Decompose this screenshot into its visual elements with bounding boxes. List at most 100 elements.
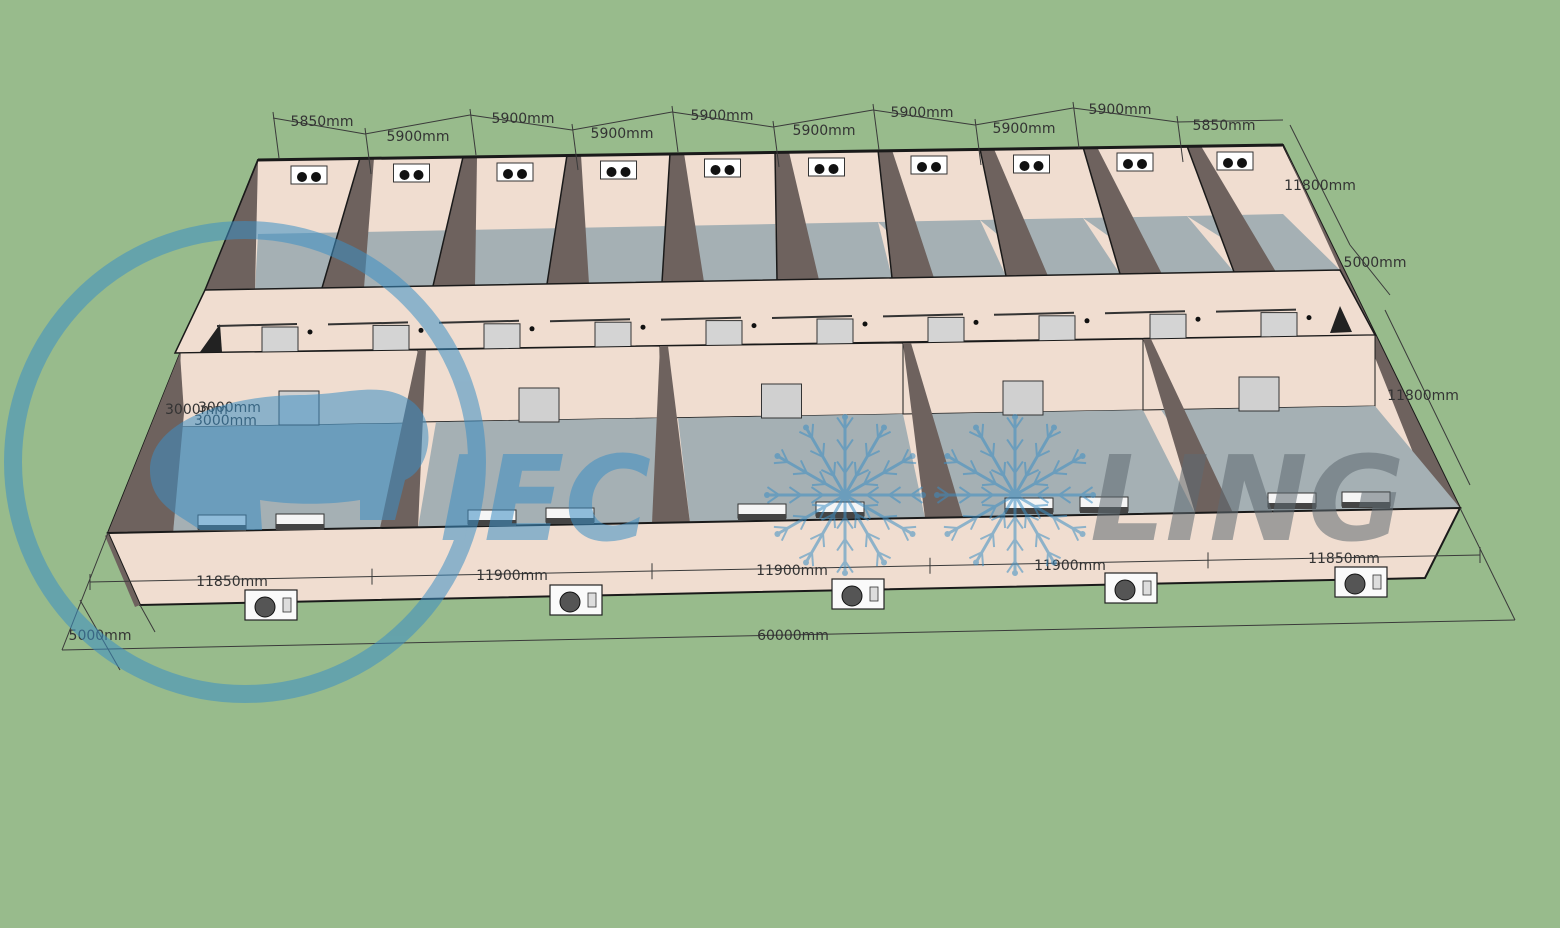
dimension-line: [1072, 107, 1178, 123]
flake-branch: [962, 472, 977, 476]
flake-arm: [946, 454, 1016, 497]
snowflake-icon: [764, 414, 926, 576]
flake-arm: [804, 426, 847, 496]
top-room-partition: [1083, 147, 1162, 274]
top-dim-3: 5900mm: [492, 111, 555, 127]
flake-branch: [1072, 525, 1087, 529]
dimension-line: [1384, 309, 1471, 486]
corridor-door: [327, 321, 424, 352]
flake-tip: [1090, 492, 1096, 498]
flake-branch: [792, 514, 807, 518]
evaporator-unit: [1079, 496, 1129, 513]
flake-branch: [1006, 438, 1016, 452]
flake-branch: [1036, 486, 1050, 496]
flake-branch: [950, 527, 959, 542]
large-room-partition: [1143, 339, 1233, 513]
flake-branch: [1058, 494, 1072, 504]
corridor-door: [993, 311, 1090, 343]
unit-body: [704, 158, 741, 178]
evaporator-unit: [496, 162, 534, 182]
top-room-floor: [463, 228, 567, 286]
bottom-dim-2: 11900mm: [476, 568, 548, 584]
top-dim-9: 5900mm: [1089, 102, 1152, 118]
room-door: [1238, 376, 1280, 412]
flake-branch: [1034, 442, 1038, 457]
flake-branch: [901, 448, 910, 463]
door-header: [438, 319, 520, 324]
flake-tip: [909, 453, 916, 459]
flake-tip: [881, 424, 887, 431]
unit-body: [808, 157, 845, 177]
total-length-dim: 60000mm: [757, 628, 829, 644]
door-header: [549, 318, 631, 323]
fan-icon: [1223, 158, 1233, 168]
flake-branch: [979, 532, 994, 541]
flake-branch: [811, 503, 827, 507]
partition-edge: [774, 151, 778, 281]
partition-edge: [877, 149, 893, 279]
partition-edge: [979, 148, 1007, 277]
dimension-line: [364, 114, 471, 135]
flake-branch: [958, 486, 972, 496]
unit-body: [496, 162, 534, 182]
flake-branch: [1023, 461, 1027, 477]
room-door: [761, 383, 802, 419]
flake-branch: [980, 494, 994, 504]
flake-branch: [875, 423, 879, 438]
top-room: [432, 155, 567, 287]
fan-grille-icon: [841, 585, 863, 607]
light-icon: [862, 321, 868, 327]
flake-branch: [1033, 470, 1042, 485]
flake-branch: [1047, 551, 1062, 560]
flake-branch: [820, 468, 835, 477]
corridor-door: [882, 313, 979, 344]
flake-branch: [992, 533, 996, 548]
evaporator-unit: [393, 163, 430, 183]
flake-branch: [773, 461, 788, 465]
flake-branch: [882, 459, 891, 474]
fan-icon: [413, 170, 424, 180]
top-room-back-wall: [463, 155, 567, 230]
bottom-dim-5: 11850mm: [1308, 551, 1380, 567]
flake-branch: [1014, 460, 1024, 474]
dimension-line: [872, 109, 976, 126]
flake-branch: [822, 442, 826, 457]
flake-branch: [1003, 461, 1007, 477]
door-leaf: [927, 316, 965, 344]
evaporator-unit: [1341, 491, 1391, 508]
door-leaf: [483, 323, 521, 351]
flake-branch: [766, 494, 780, 504]
flake-tip: [920, 492, 926, 498]
extension-line: [272, 111, 280, 159]
large-room-partition: [903, 343, 963, 518]
flake-branch: [1080, 486, 1094, 496]
flake-tip: [1051, 424, 1057, 431]
flake-branch: [901, 527, 910, 542]
top-room: [979, 147, 1120, 277]
dimension-line: [89, 554, 1481, 583]
top-room: [546, 153, 670, 285]
flake-branch: [866, 486, 880, 496]
unit-base: [738, 514, 786, 520]
door-header: [1104, 310, 1186, 315]
flake-branch: [968, 430, 983, 439]
room-door: [518, 387, 560, 423]
fan-icon: [1123, 159, 1133, 169]
door-leaf: [1038, 315, 1076, 343]
flake-branch: [888, 486, 902, 496]
flake-branch: [1033, 503, 1049, 507]
extension-line: [772, 120, 780, 168]
flake-branch: [1071, 448, 1080, 463]
flake-branch: [1047, 430, 1062, 439]
flake-branch: [780, 527, 789, 542]
top-dim-8: 5900mm: [993, 121, 1056, 137]
fan-icon: [814, 164, 825, 174]
flake-branch: [877, 430, 892, 439]
flake-tip: [842, 570, 848, 576]
evaporator-unit: [910, 155, 948, 175]
flake-branch: [811, 552, 815, 567]
right-dim-1: 11800mm: [1284, 178, 1356, 194]
flake-branch: [943, 525, 958, 529]
extension-line: [364, 127, 372, 175]
flake-branch: [988, 505, 997, 520]
